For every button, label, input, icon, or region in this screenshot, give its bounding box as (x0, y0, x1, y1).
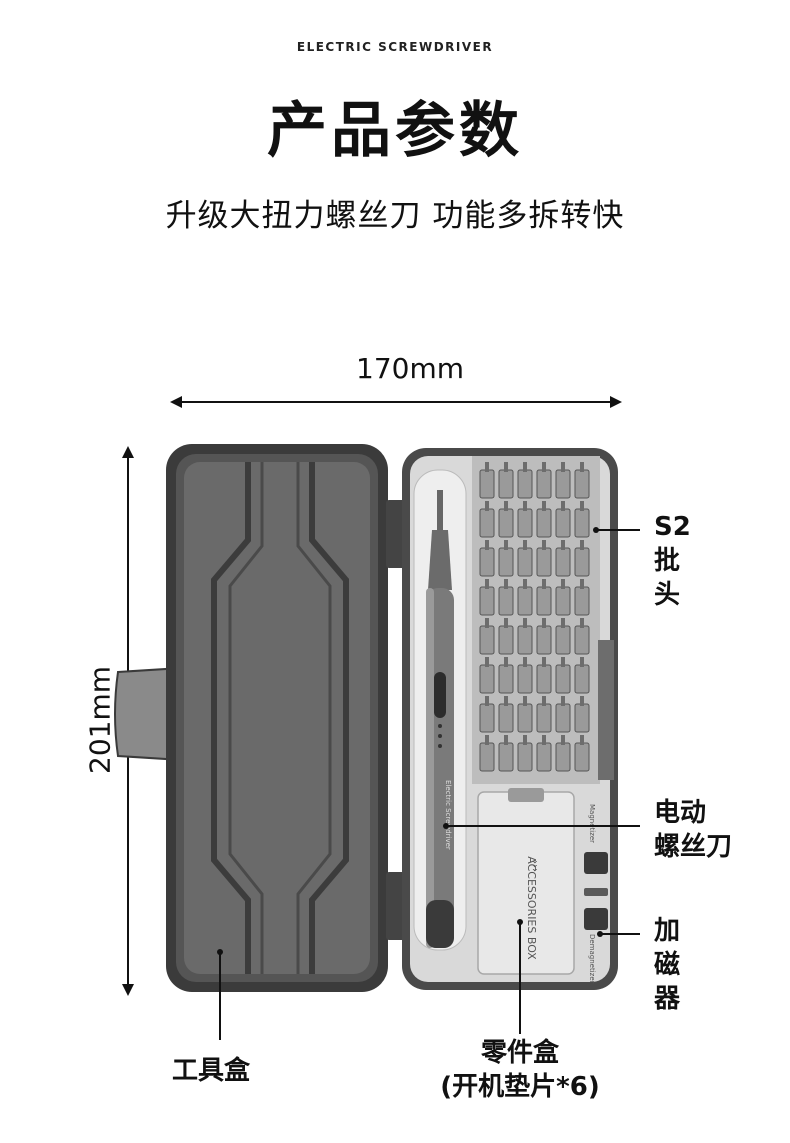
screwdriver-bit (555, 657, 571, 694)
screwdriver-bit (555, 696, 571, 733)
screwdriver-bit (574, 579, 590, 616)
accessories-box-chevron: ››› (529, 860, 540, 872)
screwdriver-bit (574, 501, 590, 538)
screwdriver-bit (517, 696, 533, 733)
screwdriver-bit (574, 462, 590, 499)
screwdriver-bit (498, 579, 514, 616)
screwdriver-bit (479, 501, 495, 538)
screwdriver-bit (517, 657, 533, 694)
width-label: 170mm (356, 352, 464, 385)
screwdriver-bit (498, 618, 514, 655)
screwdriver-bit (479, 618, 495, 655)
screwdriver-bit (517, 579, 533, 616)
magnetizer-callout: 加 磁 器 (654, 914, 680, 1016)
screwdriver-bit (517, 540, 533, 577)
screwdriver-bit (536, 501, 552, 538)
screwdriver-callout: 电动 螺丝刀 (654, 796, 732, 864)
screwdriver-callout-line1: 电动 (654, 798, 707, 828)
screwdriver-bit (555, 735, 571, 772)
screwdriver-bit (479, 579, 495, 616)
screwdriver-bit (574, 696, 590, 733)
eyebrow-text: ELECTRIC SCREWDRIVER (296, 40, 494, 54)
screwdriver-bit (536, 735, 552, 772)
magnetizer-callout-line3: 器 (654, 984, 681, 1014)
screwdriver-bit (479, 540, 495, 577)
screwdriver-print: Electric Screwdriver (444, 780, 452, 850)
leader-lines (217, 527, 640, 1040)
bits-callout-line3: 头 (654, 580, 681, 610)
electric-screwdriver (426, 490, 454, 948)
parts-box-callout-line2: (开机垫片*6) (440, 1072, 600, 1102)
screwdriver-bit (498, 462, 514, 499)
screwdriver-bit (498, 735, 514, 772)
screwdriver-bit (536, 618, 552, 655)
screwdriver-bit (536, 579, 552, 616)
screwdriver-bit (555, 540, 571, 577)
screwdriver-bit (517, 735, 533, 772)
screwdriver-bit (574, 657, 590, 694)
screwdriver-bit (574, 618, 590, 655)
screwdriver-bit (536, 657, 552, 694)
screwdriver-bit (536, 696, 552, 733)
screwdriver-bit (517, 462, 533, 499)
bit-grid (479, 462, 590, 772)
demagnetizer-print: Demagnetizer (588, 934, 596, 984)
bits-callout-line2: 批 (654, 546, 681, 576)
toolbox-callout: 工具盒 (172, 1056, 251, 1086)
screwdriver-bit (479, 462, 495, 499)
magnetizer-print: Magnetizer (588, 804, 596, 843)
bits-callout: S2 批 头 (654, 510, 691, 612)
width-arrow (170, 396, 622, 408)
magnetizer-panel: Magnetizer Demagnetizer (584, 804, 608, 984)
bits-callout-line1: S2 (654, 512, 691, 542)
case-lid (166, 444, 388, 992)
screwdriver-bit (479, 696, 495, 733)
parts-box-callout-line1: 零件盒 (480, 1038, 559, 1068)
screwdriver-bit (574, 735, 590, 772)
screwdriver-bit (555, 462, 571, 499)
screwdriver-bit (517, 618, 533, 655)
screwdriver-bit (479, 735, 495, 772)
magnetizer-callout-line1: 加 (654, 916, 681, 946)
screwdriver-bit (498, 501, 514, 538)
screwdriver-bit (555, 579, 571, 616)
screwdriver-bit (479, 657, 495, 694)
screwdriver-bit (498, 540, 514, 577)
magnetizer-callout-line2: 磁 (654, 950, 681, 980)
screwdriver-bit (574, 540, 590, 577)
page-title: 产品参数 (267, 96, 523, 166)
screwdriver-bit (555, 501, 571, 538)
screwdriver-callout-line2: 螺丝刀 (654, 832, 733, 862)
screwdriver-bit (536, 462, 552, 499)
accessories-box-print: ACCESSORIES BOX (525, 856, 538, 960)
screwdriver-bit (498, 696, 514, 733)
screwdriver-bit (498, 657, 514, 694)
screwdriver-bit (517, 501, 533, 538)
screwdriver-bit (555, 618, 571, 655)
screwdriver-bit (536, 540, 552, 577)
parts-box-callout: 零件盒 (开机垫片*6) (420, 1036, 620, 1104)
tagline: 升级大扭力螺丝刀 功能多拆转快 (165, 198, 625, 234)
accessories-box: ››› ACCESSORIES BOX (477, 788, 575, 975)
